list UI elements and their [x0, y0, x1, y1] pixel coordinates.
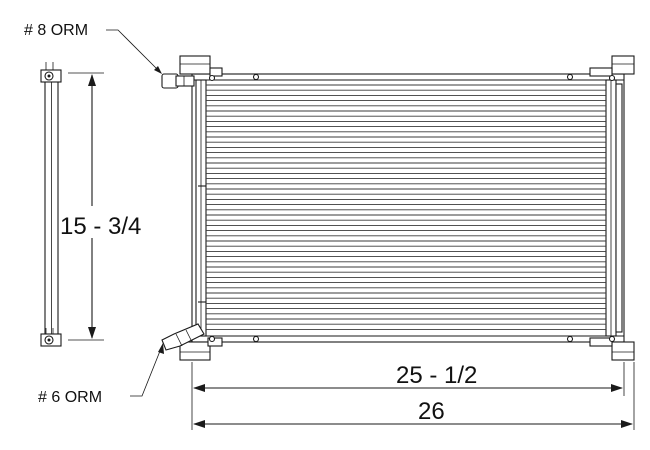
height-dimension: 15 - 3/4 — [60, 72, 141, 341]
bottom-fitting-callout: # 6 ORM — [38, 343, 164, 406]
top-left-bracket — [179, 55, 260, 82]
bottom-fitting-label: # 6 ORM — [38, 389, 102, 406]
core-width-label: 25 - 1/2 — [396, 362, 477, 389]
top-right-bracket — [566, 55, 635, 82]
core-tubes — [206, 84, 606, 330]
bottom-fitting — [161, 323, 205, 351]
top-fitting-label: # 8 ORM — [24, 22, 88, 39]
bottom-left-bracket — [179, 335, 260, 361]
core-width-dimension: 25 - 1/2 — [191, 362, 625, 430]
bottom-right-bracket — [566, 335, 635, 361]
side-view — [40, 62, 62, 347]
top-fitting-callout: # 8 ORM — [24, 22, 162, 74]
top-fitting — [161, 73, 195, 89]
overall-width-dimension: 26 — [193, 362, 635, 430]
height-label: 15 - 3/4 — [60, 213, 141, 240]
overall-width-label: 26 — [418, 398, 445, 425]
condenser-front-view — [161, 55, 635, 361]
